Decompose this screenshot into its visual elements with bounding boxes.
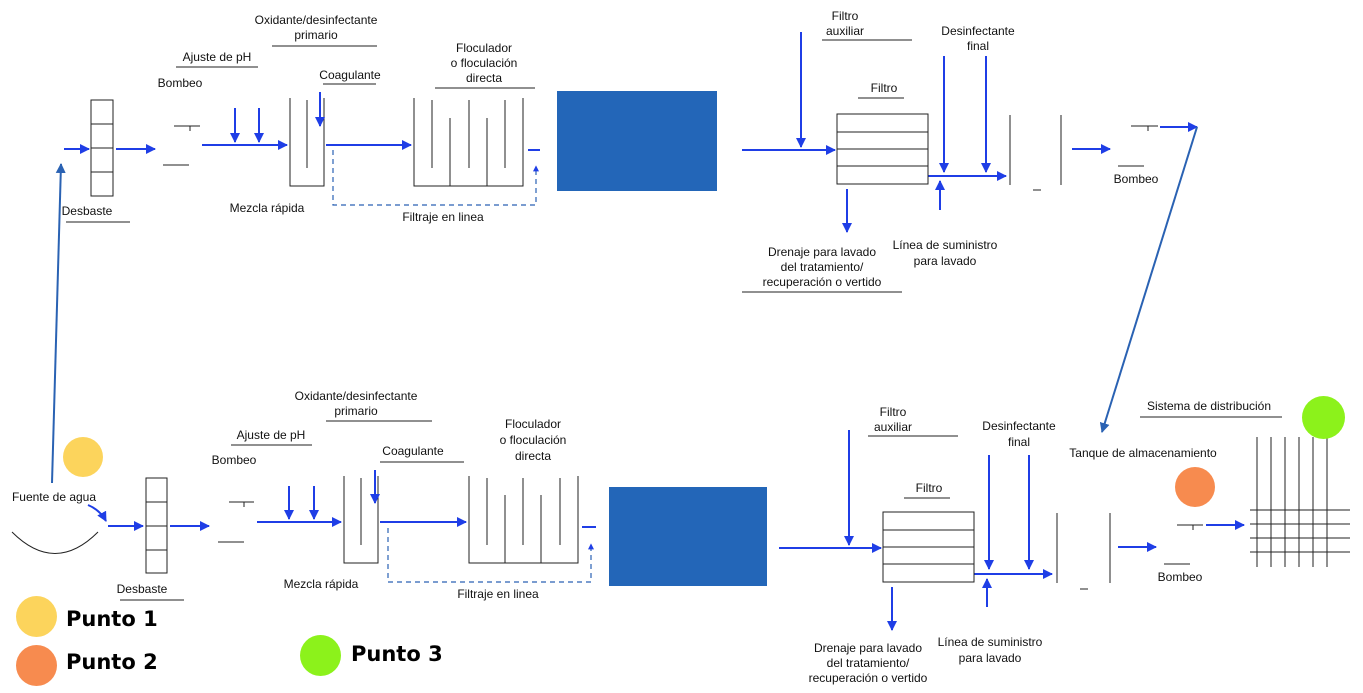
bottom-flow-arrows (87, 430, 1245, 631)
top-desbaste-screen (90, 99, 114, 197)
bottom-bombeo-out-label: Bombeo (1158, 570, 1203, 584)
link-fuente-to-top (51, 163, 66, 484)
bottom-desbaste-screen (145, 477, 168, 574)
top-floculador-label-2: o floculación (451, 56, 518, 70)
top-oxidante-label-1: Oxidante/desinfectante (255, 13, 378, 27)
link-top-to-tank (1099, 126, 1198, 433)
legend-punto1-dot (16, 596, 57, 637)
bottom-sedimentation-basin (609, 487, 767, 586)
bottom-storage-tank (1056, 513, 1111, 590)
legend-punto2-label: Punto 2 (66, 650, 158, 674)
top-linea-label-1: Línea de suministro (893, 238, 998, 252)
bottom-drenaje-label-1: Drenaje para lavado (814, 641, 922, 655)
top-process-row: Oxidante/desinfectante primario Ajuste d… (62, 9, 1198, 293)
legend-punto3-dot (300, 635, 341, 676)
bottom-drenaje-label-2: del tratamiento/ (827, 656, 910, 670)
legend-punto2-dot (16, 645, 57, 686)
bottom-oxidante-label-1: Oxidante/desinfectante (295, 389, 418, 403)
top-desinf-final-label-1: Desinfectante (941, 24, 1015, 38)
bottom-filtraje-bypass-line (387, 528, 594, 583)
bottom-desinf-final-label-2: final (1008, 435, 1030, 449)
bottom-sistema-label: Sistema de distribución (1147, 399, 1271, 413)
top-coagulante-label: Coagulante (319, 68, 381, 82)
top-clear-well (1009, 115, 1062, 191)
bottom-tanque-label: Tanque de almacenamiento (1069, 446, 1217, 460)
bottom-filter (882, 511, 975, 583)
top-flow-arrows (64, 32, 1198, 233)
top-filtro-aux-label-1: Filtro (832, 9, 859, 23)
bottom-filtro-aux-label-2: auxiliar (874, 420, 912, 434)
bottom-floculador-label-3: directa (515, 449, 551, 463)
top-oxidante-label-2: primario (294, 28, 338, 42)
bottom-floculador-label-1: Floculador (505, 417, 561, 431)
top-drenaje-label-3: recuperación o vertido (763, 275, 882, 289)
top-floculador-label-3: directa (466, 71, 502, 85)
top-rapid-mix-tank (289, 98, 325, 187)
top-sedimentation-basin (557, 91, 717, 191)
bottom-pump-in (218, 501, 254, 543)
punto1-marker (63, 437, 103, 477)
top-linea-label-2: para lavado (914, 254, 977, 268)
top-mezcla-label: Mezcla rápida (230, 201, 305, 215)
bottom-floculador-label-2: o floculación (500, 433, 567, 447)
bottom-drenaje-label-3: recuperación o vertido (809, 671, 928, 685)
bottom-pump-out (1164, 524, 1203, 565)
top-filtro-aux-label-2: auxiliar (826, 24, 864, 38)
bottom-distribution-grid (1250, 437, 1350, 567)
top-floculador-label-1: Floculador (456, 41, 512, 55)
top-filtraje-label: Filtraje en linea (402, 210, 484, 224)
bottom-mezcla-label: Mezcla rápida (284, 577, 359, 591)
top-filtraje-bypass-line (332, 150, 539, 206)
top-filter (836, 113, 929, 185)
top-pump-in (163, 125, 200, 166)
bottom-linea-label-1: Línea de suministro (938, 635, 1043, 649)
bottom-filtraje-label: Filtraje en linea (457, 587, 539, 601)
bottom-linea-label-2: para lavado (959, 651, 1022, 665)
bottom-filtro-aux-label-1: Filtro (880, 405, 907, 419)
top-drenaje-label-2: del tratamiento/ (781, 260, 864, 274)
bottom-filtro-label: Filtro (916, 481, 943, 495)
bottom-oxidante-label-2: primario (334, 404, 378, 418)
top-flocculator-tank (413, 98, 524, 187)
top-desbaste-label: Desbaste (62, 204, 113, 218)
top-bombeo-out-label: Bombeo (1114, 172, 1159, 186)
bottom-desinf-final-label-1: Desinfectante (982, 419, 1056, 433)
bottom-bombeo-in-label: Bombeo (212, 453, 257, 467)
bottom-process-row: Oxidante/desinfectante primario Ajuste d… (11, 389, 1350, 685)
top-filtro-label: Filtro (871, 81, 898, 95)
bottom-desbaste-label: Desbaste (117, 582, 168, 596)
bottom-water-source (11, 531, 99, 554)
top-desinf-final-label-2: final (967, 39, 989, 53)
punto2-marker (1175, 467, 1215, 507)
bottom-rapid-mix-tank (343, 476, 379, 564)
top-pump-out (1118, 125, 1158, 167)
bottom-fuente-label: Fuente de agua (12, 490, 96, 504)
top-bombeo-in-label: Bombeo (158, 76, 203, 90)
top-ajuste-ph-label: Ajuste de pH (183, 50, 252, 64)
bottom-flocculator-tank (468, 476, 579, 564)
legend-punto1-label: Punto 1 (66, 607, 158, 631)
punto3-marker (1302, 396, 1345, 439)
bottom-coagulante-label: Coagulante (382, 444, 444, 458)
legend-punto3-label: Punto 3 (351, 642, 443, 666)
bottom-ajuste-ph-label: Ajuste de pH (237, 428, 306, 442)
top-drenaje-label-1: Drenaje para lavado (768, 245, 876, 259)
